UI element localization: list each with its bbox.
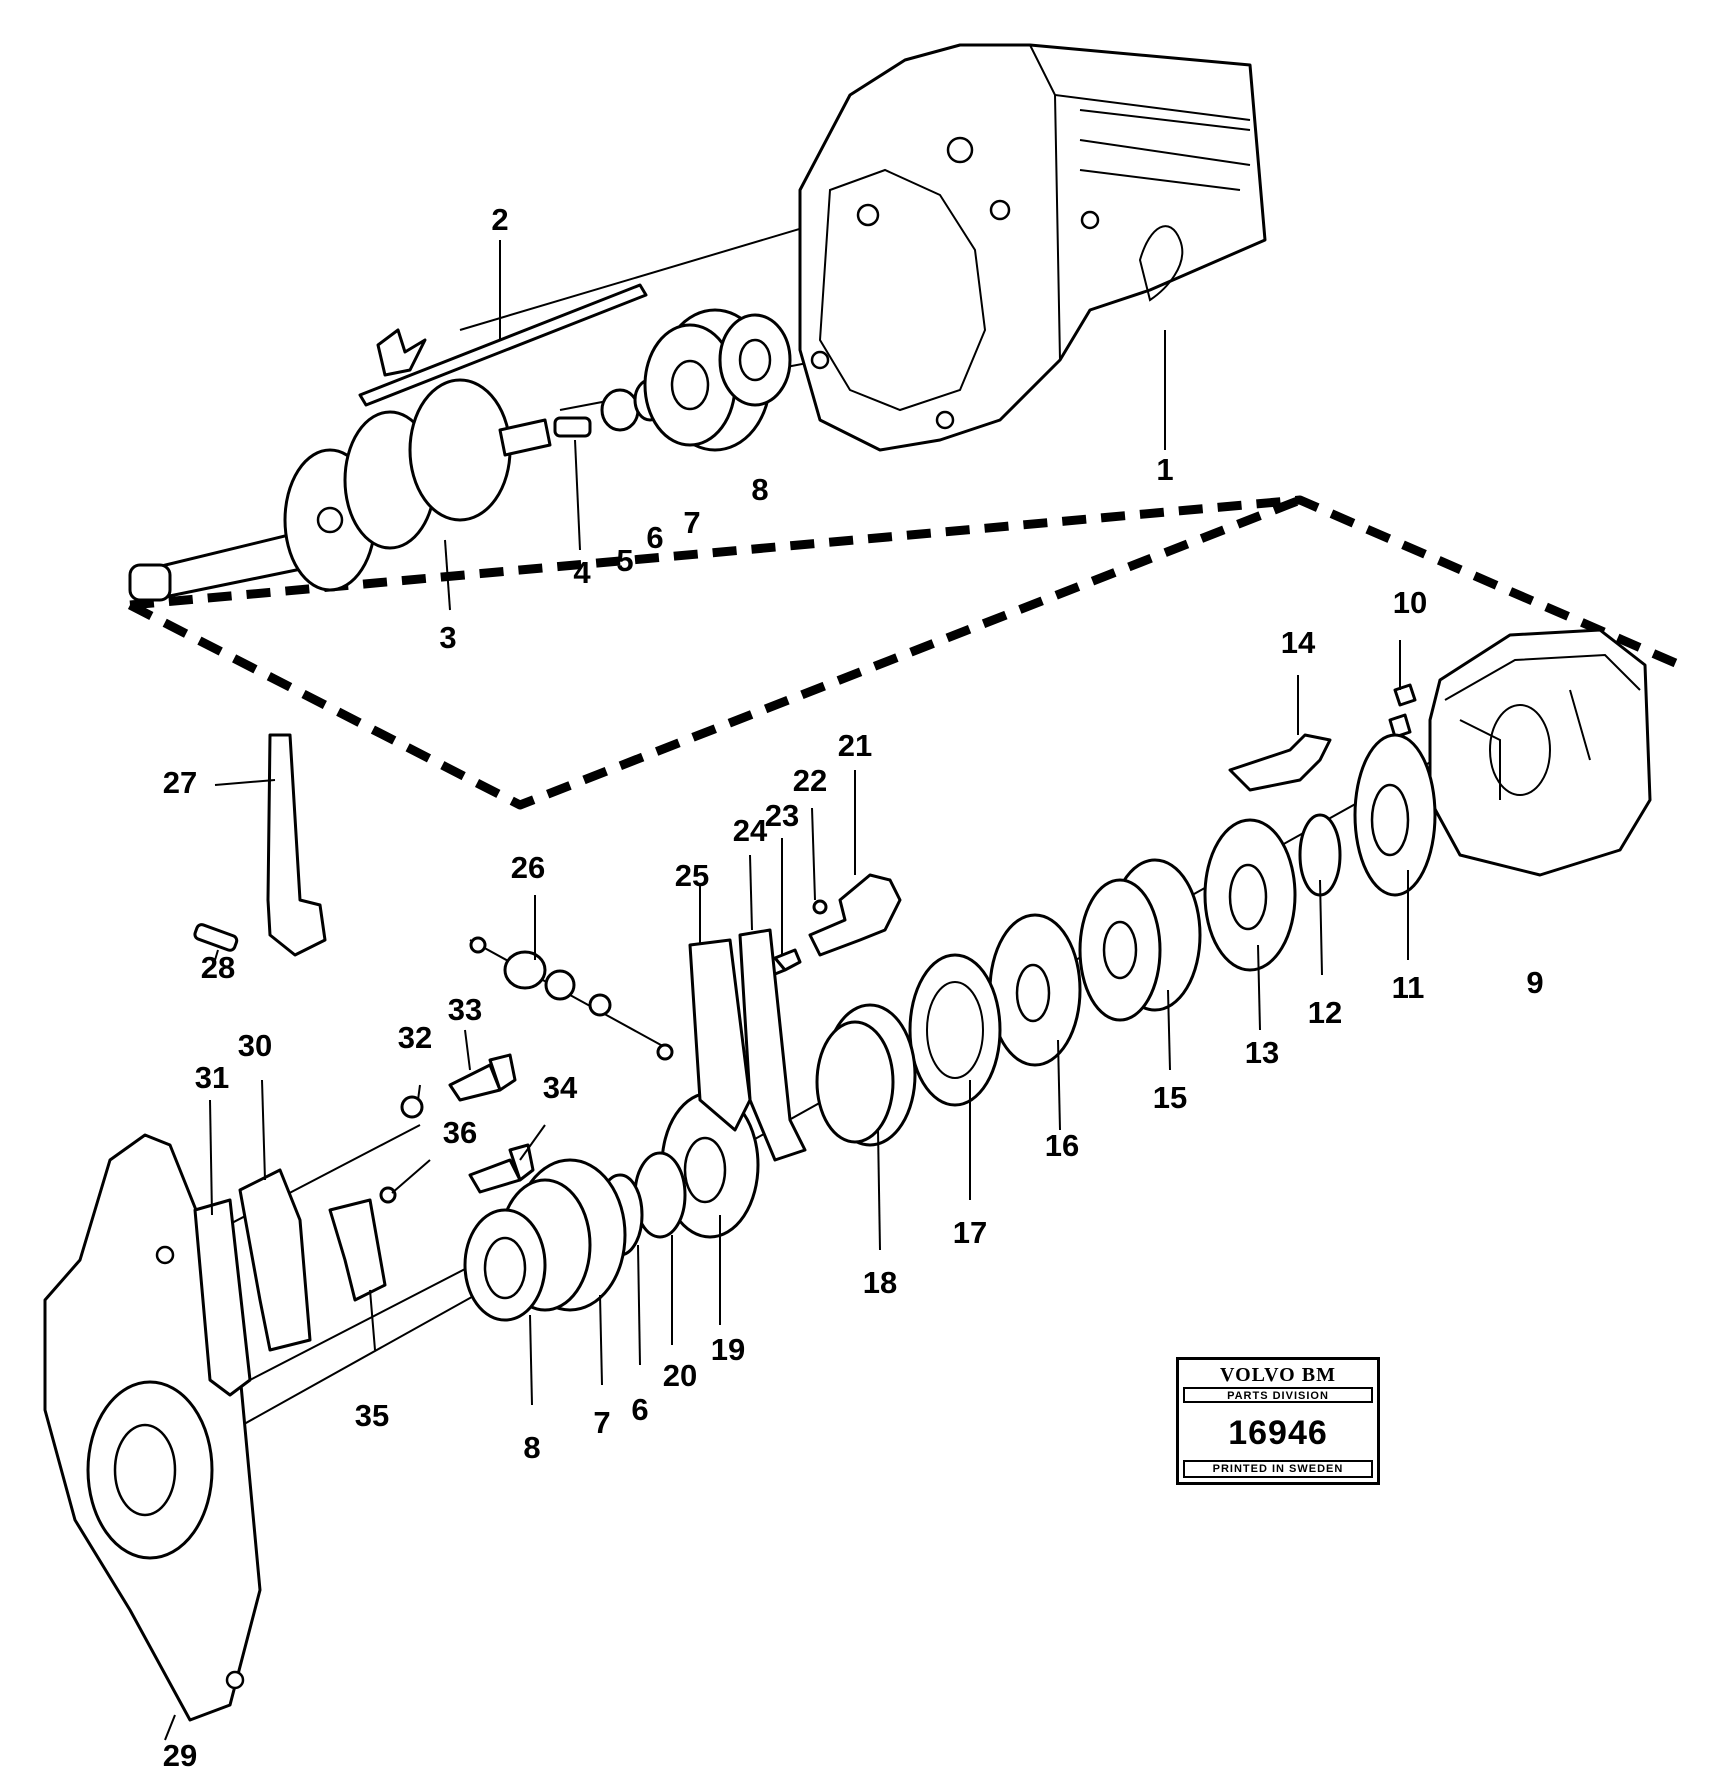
callout-7-lower: 7	[593, 1405, 610, 1440]
key-14	[1228, 733, 1332, 792]
callout-6-lower: 6	[631, 1392, 648, 1427]
clutch-drum	[1428, 628, 1652, 877]
washer-16	[988, 913, 1082, 1067]
nipple-36	[379, 1186, 397, 1204]
pin-28	[193, 923, 239, 952]
bearing-8	[718, 313, 792, 407]
thrust-washer-13	[1203, 818, 1297, 972]
callout-31: 31	[195, 1060, 229, 1095]
friction-disc-17	[908, 953, 1002, 1107]
callout-24: 24	[733, 813, 768, 848]
flange-plate-11	[1353, 733, 1437, 897]
stamp-number: 16946	[1228, 1414, 1328, 1452]
lever-30	[238, 1168, 312, 1352]
callout-22: 22	[793, 763, 827, 798]
callout-20: 20	[663, 1358, 697, 1393]
callout-2: 2	[491, 202, 508, 237]
callout-4: 4	[573, 555, 591, 590]
callout-35: 35	[355, 1398, 389, 1433]
callout-25: 25	[675, 858, 709, 893]
bracket-35	[328, 1198, 387, 1302]
callout-11: 11	[1392, 970, 1425, 1005]
callout-28: 28	[201, 950, 235, 985]
callout-30: 30	[238, 1028, 272, 1063]
callout-19: 19	[711, 1332, 745, 1367]
callout-26: 26	[511, 850, 545, 885]
gearbox-housing	[798, 43, 1267, 452]
callout-12: 12	[1308, 995, 1342, 1030]
callout-34: 34	[543, 1070, 578, 1105]
bolt-34	[468, 1143, 535, 1194]
shift-fork-25	[688, 938, 752, 1132]
callout-5: 5	[616, 543, 633, 578]
bearing-8-lower	[463, 1208, 547, 1322]
callout-13: 13	[1245, 1035, 1279, 1070]
callout-18: 18	[863, 1265, 897, 1300]
callout-8: 8	[751, 472, 768, 507]
lever-31	[193, 1198, 252, 1397]
callout-8-lower: 8	[523, 1430, 540, 1465]
linkage-pins-26	[469, 936, 674, 1061]
callout-36: 36	[443, 1115, 477, 1150]
callout-32: 32	[398, 1020, 432, 1055]
callout-1: 1	[1156, 452, 1173, 487]
bearing-18	[815, 1003, 917, 1147]
washer-22	[812, 899, 828, 915]
callout-17: 17	[953, 1215, 987, 1250]
crankshaft	[128, 378, 552, 602]
shift-rod	[358, 283, 648, 407]
callout-labels: 1 2 3 4 5 6 7 8 9 10 11 12 13 14 15 16 1…	[163, 202, 1544, 1773]
callout-3: 3	[439, 620, 456, 655]
callout-15: 15	[1153, 1080, 1187, 1115]
pilot-pin	[553, 416, 592, 438]
lever-27	[266, 733, 327, 957]
volvo-bm-parts-stamp: VOLVO BM PARTS DIVISION 16946 PRINTED IN…	[1176, 1357, 1380, 1485]
bolt-33	[448, 1053, 517, 1102]
callout-6: 6	[646, 520, 663, 555]
stamp-printed: PRINTED IN SWEDEN	[1183, 1460, 1373, 1478]
lock-nut-10	[1388, 683, 1417, 739]
stamp-brand: VOLVO BM	[1220, 1364, 1336, 1386]
callout-23: 23	[765, 798, 799, 833]
callout-33: 33	[448, 992, 482, 1027]
callout-29: 29	[163, 1738, 197, 1773]
callout-7: 7	[683, 505, 700, 540]
callout-21: 21	[838, 728, 872, 763]
leader-lines	[164, 240, 1409, 1741]
callout-14: 14	[1281, 625, 1316, 660]
washer-5	[600, 388, 640, 432]
lever-21	[808, 873, 902, 957]
dashed-group-outline	[127, 495, 1682, 810]
callout-9: 9	[1526, 965, 1543, 1000]
washer-32	[400, 1095, 424, 1119]
callout-16: 16	[1045, 1128, 1079, 1163]
callout-27: 27	[163, 765, 197, 800]
stamp-division: PARTS DIVISION	[1183, 1387, 1373, 1403]
callout-10: 10	[1393, 585, 1427, 620]
bushing-15	[1078, 858, 1202, 1022]
